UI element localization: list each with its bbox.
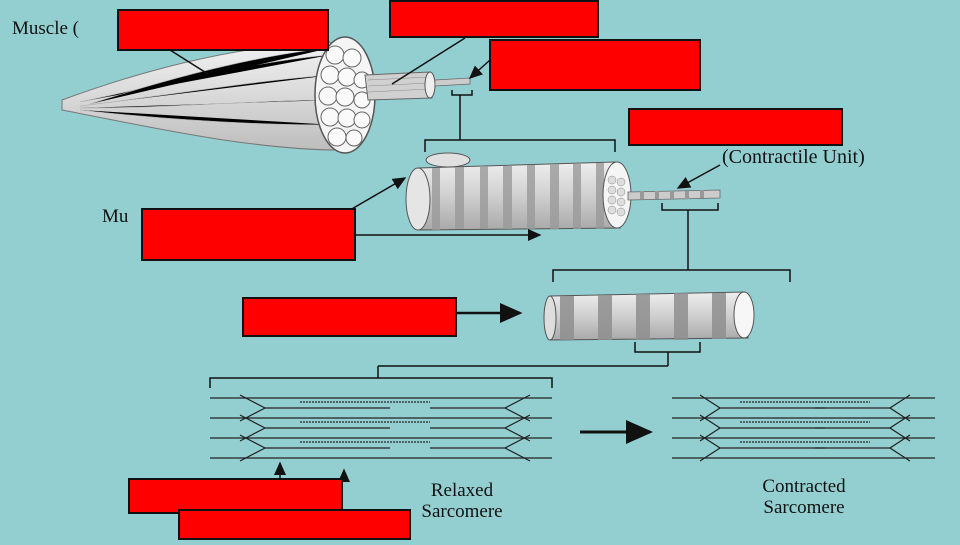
answer-box-fascicle[interactable] xyxy=(389,0,599,38)
label-contracted-sarcomere: Contracted Sarcomere xyxy=(734,476,874,518)
label-muscle: Muscle ( xyxy=(12,18,80,39)
contracted-line-2: Sarcomere xyxy=(763,497,845,518)
contracted-sarcomere-drawing xyxy=(672,394,935,462)
whole-muscle-drawing xyxy=(61,36,471,154)
contracted-line-1: Contracted xyxy=(762,476,846,497)
label-relaxed-sarcomere: Relaxed Sarcomere xyxy=(392,480,532,522)
relaxed-line-2: Sarcomere xyxy=(421,501,503,522)
answer-box-myofibril[interactable] xyxy=(628,108,843,146)
answer-box-muscle-fiber[interactable] xyxy=(141,208,356,261)
answer-box-muscle[interactable] xyxy=(117,9,329,51)
label-contractile-unit: (Contractile Unit) xyxy=(722,146,865,168)
label-muscle-fiber-prefix: Mu xyxy=(102,206,129,227)
answer-box-filament-2[interactable] xyxy=(178,509,411,540)
answer-box-fiber-tip[interactable] xyxy=(489,39,701,91)
myofibril-drawing xyxy=(543,291,755,341)
muscle-fiber-drawing xyxy=(405,152,721,231)
relaxed-sarcomere-drawing xyxy=(210,394,552,462)
relaxed-line-1: Relaxed xyxy=(430,480,494,501)
answer-box-myofibril-arrow[interactable] xyxy=(242,297,457,337)
